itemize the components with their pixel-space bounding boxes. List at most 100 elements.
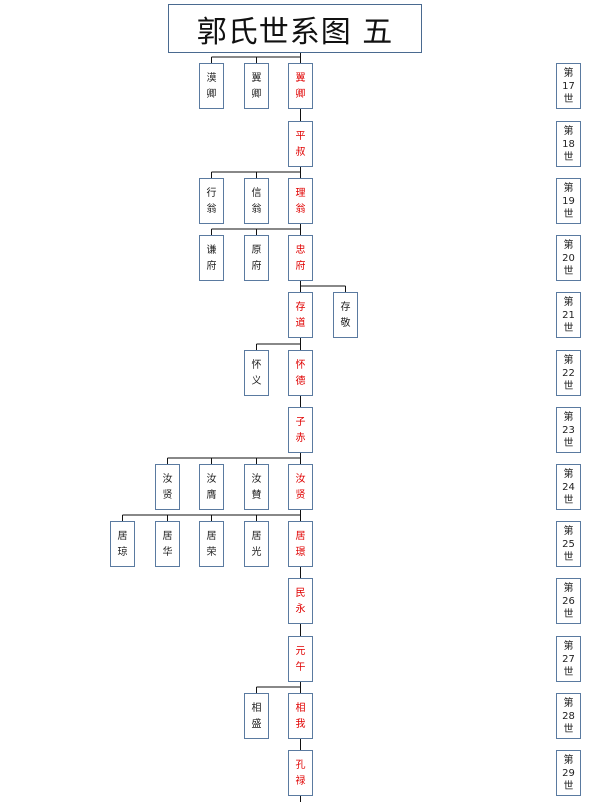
generation-label-part: 第 — [563, 582, 574, 594]
generation-label-part: 世 — [563, 322, 574, 334]
member-name-char: 信 — [251, 187, 262, 199]
member-name-char: 原 — [251, 244, 262, 256]
mainline-member-node: 存道 — [288, 292, 313, 338]
mainline-member-node: 理翁 — [288, 178, 313, 224]
member-name-char: 荣 — [206, 546, 217, 558]
member-name-char: 华 — [162, 546, 173, 558]
member-name-char: 贤 — [162, 489, 173, 501]
member-name-char: 相 — [295, 702, 306, 714]
member-node: 谦府 — [199, 235, 224, 281]
member-name-char: 賛 — [251, 489, 262, 501]
member-name-char: 漠 — [206, 72, 217, 84]
generation-label-part: 23 — [562, 424, 575, 436]
member-node: 居荣 — [199, 521, 224, 567]
member-name-char: 谦 — [206, 244, 217, 256]
generation-label-part: 25 — [562, 538, 575, 550]
member-node: 居光 — [244, 521, 269, 567]
generation-label-part: 29 — [562, 767, 575, 779]
member-name-char: 翁 — [251, 203, 262, 215]
generation-label-part: 18 — [562, 138, 575, 150]
member-node: 居华 — [155, 521, 180, 567]
member-name-char: 贤 — [295, 489, 306, 501]
member-name-char: 理 — [295, 187, 306, 199]
member-name-char: 府 — [206, 260, 217, 272]
member-name-char: 民 — [295, 587, 306, 599]
generation-label-part: 26 — [562, 595, 575, 607]
member-name-char: 卿 — [295, 88, 306, 100]
generation-label-part: 世 — [563, 780, 574, 792]
member-name-char: 卿 — [251, 88, 262, 100]
generation-label-part: 世 — [563, 551, 574, 563]
generation-label-part: 第 — [563, 354, 574, 366]
member-name-char: 汝 — [295, 473, 306, 485]
generation-label-part: 世 — [563, 265, 574, 277]
generation-label-part: 第 — [563, 296, 574, 308]
member-name-char: 光 — [251, 546, 262, 558]
generation-label-part: 第 — [563, 754, 574, 766]
member-name-char: 翁 — [295, 203, 306, 215]
member-name-char: 忠 — [295, 244, 306, 256]
member-name-char: 居 — [251, 530, 262, 542]
generation-label-part: 28 — [562, 710, 575, 722]
member-name-char: 翁 — [206, 203, 217, 215]
member-node: 原府 — [244, 235, 269, 281]
member-name-char: 卿 — [206, 88, 217, 100]
mainline-member-node: 翼卿 — [288, 63, 313, 109]
generation-label-part: 第 — [563, 182, 574, 194]
generation-label-part: 第 — [563, 125, 574, 137]
mainline-member-node: 平叔 — [288, 121, 313, 167]
generation-label-part: 世 — [563, 723, 574, 735]
mainline-member-node: 忠府 — [288, 235, 313, 281]
member-name-char: 怀 — [251, 359, 262, 371]
member-node: 汝賛 — [244, 464, 269, 510]
generation-label-part: 17 — [562, 80, 575, 92]
generation-label-part: 22 — [562, 367, 575, 379]
member-name-char: 膺 — [206, 489, 217, 501]
member-name-char: 禄 — [295, 775, 306, 787]
generation-label-part: 世 — [563, 380, 574, 392]
member-name-char: 德 — [295, 375, 306, 387]
generation-label-part: 第 — [563, 525, 574, 537]
member-name-char: 道 — [295, 317, 306, 329]
member-name-char: 相 — [251, 702, 262, 714]
generation-label-part: 世 — [563, 151, 574, 163]
member-name-char: 赤 — [295, 432, 306, 444]
member-name-char: 翼 — [295, 72, 306, 84]
member-name-char: 汝 — [251, 473, 262, 485]
member-name-char: 汝 — [206, 473, 217, 485]
mainline-member-node: 民永 — [288, 578, 313, 624]
generation-label-part: 第 — [563, 697, 574, 709]
generation-label-part: 20 — [562, 252, 575, 264]
mainline-member-node: 孔禄 — [288, 750, 313, 796]
member-name-char: 汝 — [162, 473, 173, 485]
member-name-char: 璟 — [295, 546, 306, 558]
generation-label-part: 第 — [563, 468, 574, 480]
member-name-char: 府 — [251, 260, 262, 272]
member-node: 汝贤 — [155, 464, 180, 510]
member-name-char: 子 — [295, 416, 306, 428]
member-node: 翼卿 — [244, 63, 269, 109]
member-name-char: 居 — [162, 530, 173, 542]
generation-label-part: 24 — [562, 481, 575, 493]
generation-label-part: 世 — [563, 494, 574, 506]
mainline-member-node: 汝贤 — [288, 464, 313, 510]
member-name-char: 敬 — [340, 317, 351, 329]
member-name-char: 存 — [295, 301, 306, 313]
generation-label-part: 第 — [563, 411, 574, 423]
member-name-char: 琼 — [117, 546, 128, 558]
page-title: 郭氏世系图 五 — [168, 4, 422, 53]
member-name-char: 平 — [295, 130, 306, 142]
mainline-member-node: 怀德 — [288, 350, 313, 396]
member-node: 相盛 — [244, 693, 269, 739]
member-name-char: 午 — [295, 661, 306, 673]
member-name-char: 元 — [295, 645, 306, 657]
generation-label-part: 21 — [562, 309, 575, 321]
